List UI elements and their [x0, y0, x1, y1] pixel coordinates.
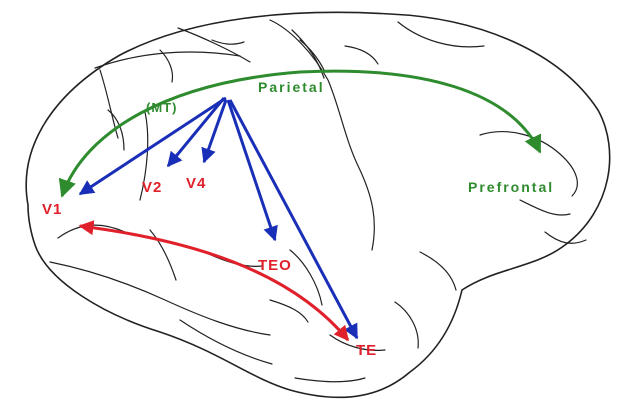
v1-te-connection-arrow [78, 220, 350, 342]
arrow-to-v4 [201, 99, 228, 164]
ventral-stream-arrows [78, 96, 359, 340]
label-mt: (MT) [146, 100, 177, 115]
label-parietal: Parietal [258, 79, 325, 95]
label-te: TE [356, 342, 377, 359]
dorsal-stream-arrow [58, 69, 542, 198]
arrow-to-teo [226, 99, 278, 242]
arrow-to-v1 [78, 96, 227, 196]
brain-sulci [49, 19, 587, 383]
label-v1: V1 [42, 201, 62, 218]
label-teo: TEO [258, 257, 292, 274]
label-v2: V2 [142, 179, 162, 196]
label-prefrontal: Prefrontal [468, 179, 554, 195]
label-v4: V4 [186, 175, 206, 192]
arrow-to-te [228, 99, 359, 340]
arrow-to-v2 [166, 97, 226, 168]
